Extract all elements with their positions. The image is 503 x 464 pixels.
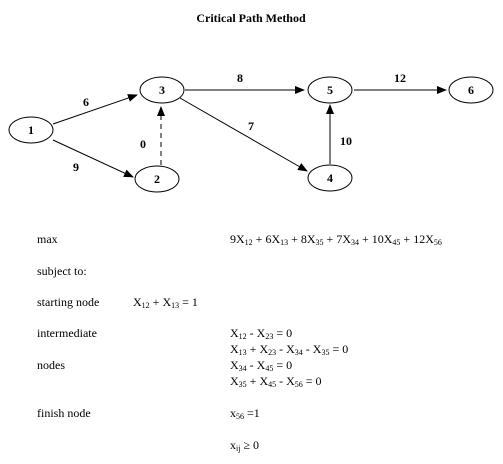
constraint-node-3: X13 + X23 - X34 - X35 = 0: [230, 342, 349, 357]
edge-1-2: [52, 139, 134, 178]
node-label-5: 5: [327, 83, 333, 97]
edge-label-2-3: 0: [140, 137, 146, 151]
nodes: 1 2 3 4 5 6: [8, 76, 494, 193]
edge-label-4-5: 10: [340, 134, 352, 148]
starting-node-constraint: X12 + X13 = 1: [133, 295, 198, 310]
node-label-3: 3: [159, 83, 165, 97]
node-2: 2: [134, 165, 180, 193]
max-label: max: [37, 232, 58, 246]
node-label-6: 6: [468, 83, 474, 97]
node-5: 5: [307, 76, 353, 104]
node-label-1: 1: [28, 123, 34, 137]
objective-function: 9X12 + 6X13 + 8X35 + 7X34 + 10X45 + 12X5…: [230, 232, 442, 247]
finish-node-label: finish node: [37, 406, 91, 420]
edge-label-1-2: 9: [73, 160, 79, 174]
nonnegativity-constraint: xij ≥ 0: [230, 438, 260, 453]
edge-labels: 6 9 0 8 7 10 12: [73, 71, 406, 174]
subject-to-label: subject to:: [37, 264, 87, 278]
edge-label-5-6: 12: [394, 71, 406, 85]
starting-node-label: starting node: [37, 295, 100, 309]
edges: [52, 86, 447, 178]
node-1: 1: [8, 116, 54, 144]
edge-label-1-3: 6: [83, 95, 89, 109]
edge-label-3-5: 8: [237, 71, 243, 85]
finish-node-constraint: x56 =1: [230, 406, 260, 421]
edge-1-3: [52, 94, 138, 125]
diagram-title: Critical Path Method: [196, 11, 306, 25]
node-6: 6: [448, 76, 494, 104]
node-label-2: 2: [154, 172, 160, 186]
constraint-node-2: X12 - X23 = 0: [230, 326, 293, 341]
edge-label-3-4: 7: [248, 119, 254, 133]
edge-3-4: [179, 97, 308, 172]
node-4: 4: [307, 164, 353, 192]
nodes-label: nodes: [37, 358, 65, 372]
node-label-4: 4: [327, 171, 333, 185]
constraint-node-5: X35 + X45 - X56 = 0: [230, 374, 322, 389]
intermediate-label: intermediate: [37, 326, 97, 340]
constraint-node-4: X34 - X45 = 0: [230, 358, 293, 373]
node-3: 3: [139, 76, 185, 104]
